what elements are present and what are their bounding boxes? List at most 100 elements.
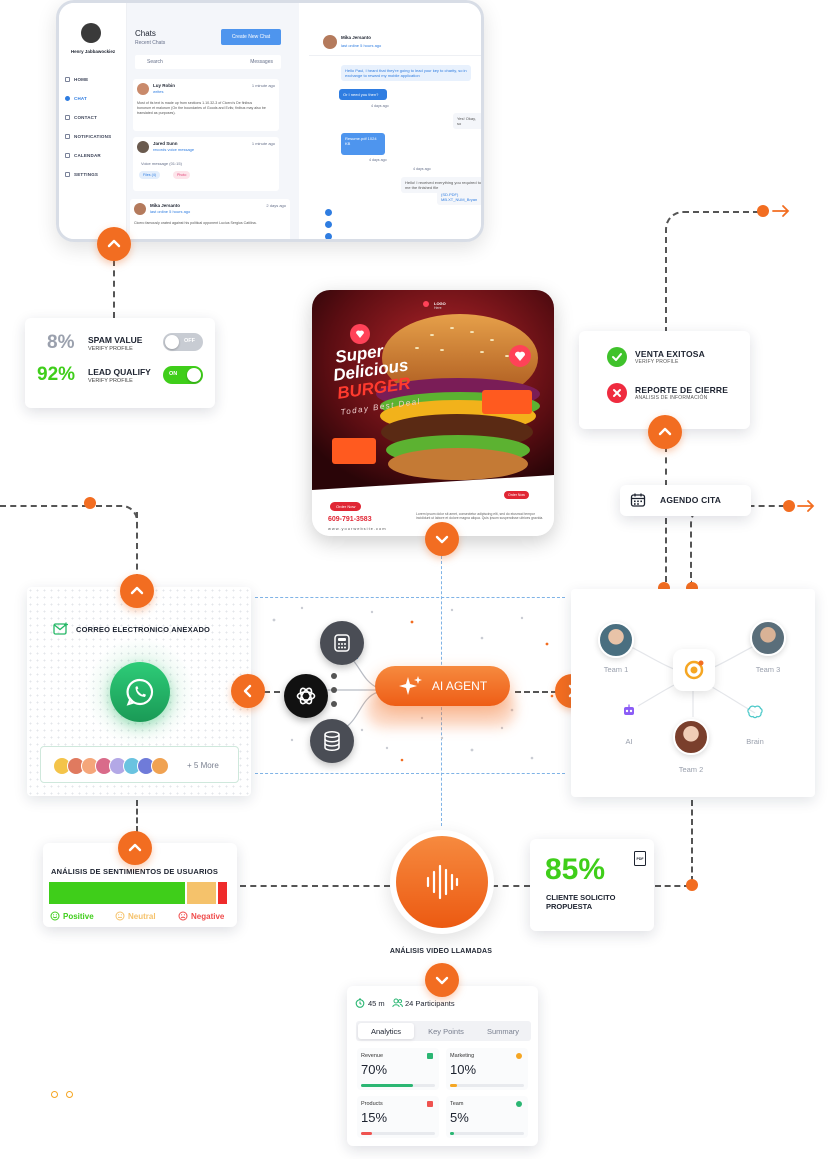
toggle-knob: [187, 368, 201, 382]
attach-icon[interactable]: [325, 209, 332, 216]
tile-progress-fill: [361, 1084, 413, 1087]
chevron-up-button[interactable]: [120, 574, 154, 608]
nav-calendar[interactable]: CALENDAR: [65, 153, 101, 158]
gear-icon: [65, 172, 70, 177]
appointment-card[interactable]: AGENDO CITA: [620, 485, 751, 516]
team-tile[interactable]: Team 5%: [446, 1096, 528, 1138]
message-bubble: Yes! Okay, so: [453, 113, 481, 129]
user-avatar[interactable]: [81, 23, 101, 43]
burger-ad-post[interactable]: LOGO Here Super Delicious BURGER Today B…: [312, 290, 554, 536]
lead-toggle[interactable]: ON: [163, 366, 203, 384]
sentiment-bar: [49, 882, 227, 904]
timer-icon: [355, 998, 365, 1008]
tab-analytics[interactable]: Analytics: [358, 1023, 414, 1039]
calendar-icon: [630, 493, 646, 507]
chevron-left-button[interactable]: [231, 674, 265, 708]
team3-avatar[interactable]: [750, 620, 786, 656]
database-tool-button[interactable]: [310, 719, 354, 763]
chat-icon: [65, 96, 70, 101]
chat-preview: Cicero famously orated against his polit…: [134, 221, 257, 225]
order-now-button[interactable]: Order Now: [330, 502, 362, 511]
ai-agent-button[interactable]: AI AGENT: [375, 666, 510, 706]
calculator-tool-button[interactable]: [320, 621, 364, 665]
team1-avatar[interactable]: [598, 622, 634, 658]
chevron-up-button[interactable]: [118, 831, 152, 865]
file-attachment[interactable]: Resume.pdf 1024 KB: [341, 133, 385, 155]
connector-line: [492, 885, 530, 887]
tile-progress: [361, 1132, 435, 1135]
toggle-label: OFF: [184, 338, 195, 344]
nav-contact[interactable]: CONTACT: [65, 115, 97, 120]
logo-text: LOGO: [434, 301, 446, 306]
chat-list-item[interactable]: Jared Sunn records voice message 1 minut…: [133, 137, 279, 191]
chat-list-title: Chats: [135, 29, 156, 38]
tile-value: 10%: [450, 1062, 477, 1077]
connector-line: [655, 885, 690, 887]
chat-app-window: Henry Jabbawockiez HOME CHAT CONTACT NOT…: [56, 0, 484, 242]
openai-tool-button[interactable]: [284, 674, 328, 718]
chat-sidebar: Henry Jabbawockiez HOME CHAT CONTACT NOT…: [59, 3, 127, 239]
divider: [309, 55, 481, 56]
message-time: 4 days ago: [369, 158, 387, 162]
emoji-icon[interactable]: [325, 221, 332, 228]
appointment-label: AGENDO CITA: [660, 495, 722, 505]
connector-line: [136, 800, 138, 832]
connector-line: [665, 211, 761, 331]
messages-filter[interactable]: Messages: [250, 59, 273, 65]
message-bubble: Or I need you then?: [339, 89, 387, 100]
team2-avatar[interactable]: [673, 719, 709, 755]
voice-analysis-button[interactable]: [396, 836, 488, 928]
voice-analysis-label: ANÁLISIS VIDEO LLAMADAS: [389, 948, 493, 955]
users-icon: [392, 998, 403, 1008]
analytics-tabs: Analytics Key Points Summary: [356, 1021, 531, 1041]
connector-line: [113, 260, 115, 318]
revenue-tile[interactable]: Revenue 70%: [357, 1048, 439, 1090]
products-tile[interactable]: Products 15%: [357, 1096, 439, 1138]
participants-strip[interactable]: + 5 More: [40, 746, 239, 783]
nav-settings[interactable]: SETTINGS: [65, 172, 98, 177]
photo-tag[interactable]: Photo: [173, 171, 191, 179]
tab-summary[interactable]: Summary: [486, 1026, 520, 1036]
nav-home[interactable]: HOME: [65, 77, 88, 82]
chat-list-item[interactable]: Luy Robin writes 1 minute ago Most of it…: [133, 79, 279, 131]
hub-node[interactable]: [673, 649, 715, 691]
sale-success-title: VENTA EXITOSA: [635, 349, 705, 359]
spam-lead-card: 8% SPAM VALUE VERIFY PROFILE OFF 92% LEA…: [25, 318, 215, 408]
chat-list-item[interactable]: Mika Jersanto last online 5 hours ago 2 …: [130, 199, 290, 239]
ai-node[interactable]: [620, 701, 638, 719]
avatar: [134, 203, 146, 215]
connector-line: [136, 512, 138, 580]
tab-key-points[interactable]: Key Points: [428, 1026, 464, 1036]
create-chat-button[interactable]: Create New Chat: [221, 29, 281, 45]
nav-chat[interactable]: CHAT: [65, 96, 87, 101]
files-tag[interactable]: Files (4): [139, 171, 160, 179]
tile-label: Revenue: [361, 1053, 384, 1059]
sale-success-sub: VERIFY PROFILE: [635, 359, 679, 365]
file-attachment[interactable]: (SD.PDF) MB.XT_NUM_Bryan: [437, 189, 481, 205]
mic-icon[interactable]: [325, 233, 332, 239]
brain-node[interactable]: [746, 703, 764, 721]
negative-legend: Negative: [178, 911, 224, 921]
team-icon: [516, 1101, 522, 1107]
connector-line: [515, 691, 557, 693]
connector-line: [690, 505, 790, 583]
chat-list-subtitle[interactable]: Recent Chats: [135, 40, 166, 46]
search-input[interactable]: Search: [147, 59, 163, 65]
sale-success-row: VENTA EXITOSA VERIFY PROFILE: [607, 347, 705, 367]
spam-toggle[interactable]: OFF: [163, 333, 203, 351]
chevron-down-button[interactable]: [425, 522, 459, 556]
pdf-file-icon[interactable]: PDF: [634, 851, 646, 866]
chat-time: 2 days ago: [266, 203, 286, 208]
chevron-down-button[interactable]: [425, 963, 459, 997]
whatsapp-button[interactable]: [110, 662, 170, 722]
chat-preview: Voice message (01:15): [141, 161, 182, 166]
ai-label: AI: [625, 737, 633, 746]
meeting-analytics-card: 45 m 24 Participants Analytics Key Point…: [347, 986, 538, 1146]
connector-dot: [757, 205, 769, 217]
chat-preview: Most of its text is made up from section…: [137, 101, 266, 115]
mail-plus-icon: [53, 622, 68, 635]
nav-notifications[interactable]: NOTIFICATIONS: [65, 134, 111, 139]
marketing-tile[interactable]: Marketing 10%: [446, 1048, 528, 1090]
chevron-up-button[interactable]: [97, 227, 131, 261]
chevron-up-button[interactable]: [648, 415, 682, 449]
